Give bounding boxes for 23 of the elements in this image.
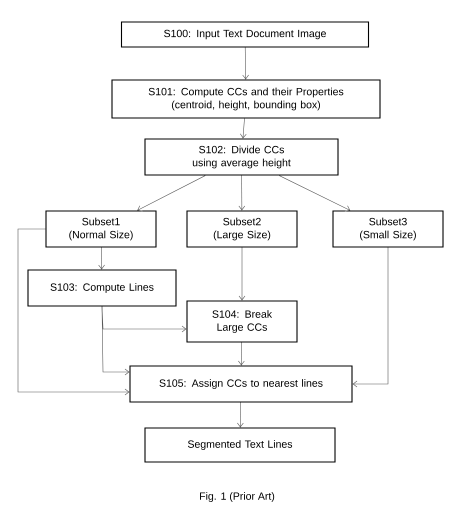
- arrow: [98, 247, 105, 270]
- process-box: Subset3 (Small Size): [332, 210, 444, 248]
- arrow: [242, 47, 249, 80]
- arrow: [238, 342, 245, 366]
- process-box: S104: Break Large CCs: [186, 300, 298, 343]
- arrow: [238, 247, 246, 300]
- process-box: S102: Divide CCs using average height: [144, 138, 339, 176]
- process-box: S105: Assign CCs to nearest lines: [129, 365, 353, 403]
- arrow: [102, 306, 130, 376]
- arrow: [237, 402, 244, 428]
- process-box: Subset1 (Normal Size): [45, 210, 157, 248]
- process-box: S100: Input Text Document Image: [120, 21, 370, 48]
- arrow: [278, 175, 350, 212]
- process-box: S103: Compute Lines: [27, 269, 177, 307]
- arrow: [240, 118, 247, 138]
- arrow: [238, 175, 246, 210]
- process-box: S101: Compute CCs and their Properties (centroid, height, bounding box): [111, 79, 381, 119]
- process-box: Segmented Text Lines: [144, 427, 336, 463]
- process-box: Subset2 (Large Size): [186, 210, 298, 248]
- arrow: [352, 247, 388, 388]
- arrow: [18, 228, 130, 396]
- arrow: [137, 175, 206, 212]
- caption: Fig. 1 (Prior Art): [200, 492, 274, 502]
